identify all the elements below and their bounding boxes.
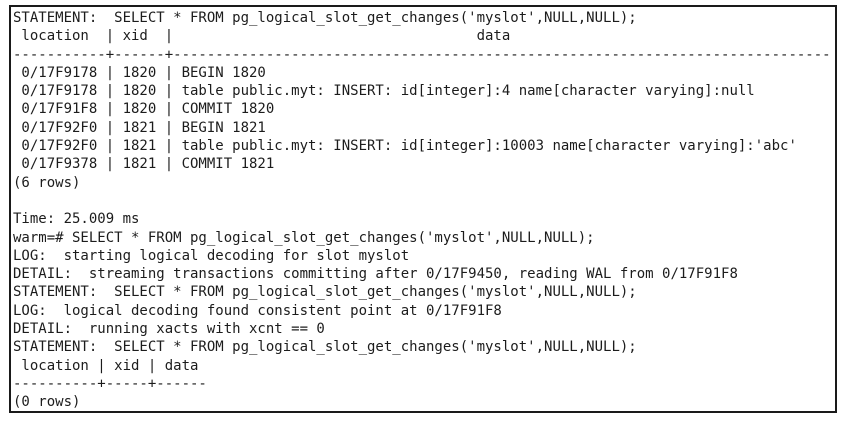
row-count-2: (0 rows) <box>13 394 81 411</box>
statement-line-3: STATEMENT: SELECT * FROM pg_logical_slot… <box>13 339 637 356</box>
statement-line-1: STATEMENT: SELECT * FROM pg_logical_slot… <box>13 10 637 26</box>
statement-line-2: STATEMENT: SELECT * FROM pg_logical_slot… <box>13 284 637 301</box>
terminal-window[interactable]: STATEMENT: SELECT * FROM pg_logical_slot… <box>9 5 837 413</box>
result-header-1: location | xid | data <box>13 28 511 45</box>
result-separator-1: -----------+------+---------------------… <box>13 46 833 63</box>
result-row: 0/17F92F0 | 1821 | BEGIN 1821 <box>13 119 266 136</box>
row-count-1: (6 rows) <box>13 174 81 191</box>
prompt-command-line: warm=# SELECT * FROM pg_logical_slot_get… <box>13 229 595 246</box>
log-line: LOG: logical decoding found consistent p… <box>13 302 502 319</box>
result-row: 0/17F9178 | 1820 | table public.myt: INS… <box>13 83 755 100</box>
log-line: LOG: starting logical decoding for slot … <box>13 247 410 264</box>
blank-line <box>13 192 833 210</box>
result-row: 0/17F9378 | 1821 | COMMIT 1821 <box>13 156 275 173</box>
result-separator-2: ----------+-----+------ <box>13 375 207 392</box>
result-row: 0/17F9178 | 1820 | BEGIN 1820 <box>13 64 266 81</box>
detail-line: DETAIL: streaming transactions committin… <box>13 266 738 283</box>
detail-line: DETAIL: running xacts with xcnt == 0 <box>13 321 325 338</box>
result-header-2: location | xid | data <box>13 357 199 374</box>
result-row: 0/17F92F0 | 1821 | table public.myt: INS… <box>13 138 797 155</box>
terminal-output: STATEMENT: SELECT * FROM pg_logical_slot… <box>13 9 833 411</box>
result-row: 0/17F91F8 | 1820 | COMMIT 1820 <box>13 101 275 118</box>
timing-line: Time: 25.009 ms <box>13 211 140 228</box>
